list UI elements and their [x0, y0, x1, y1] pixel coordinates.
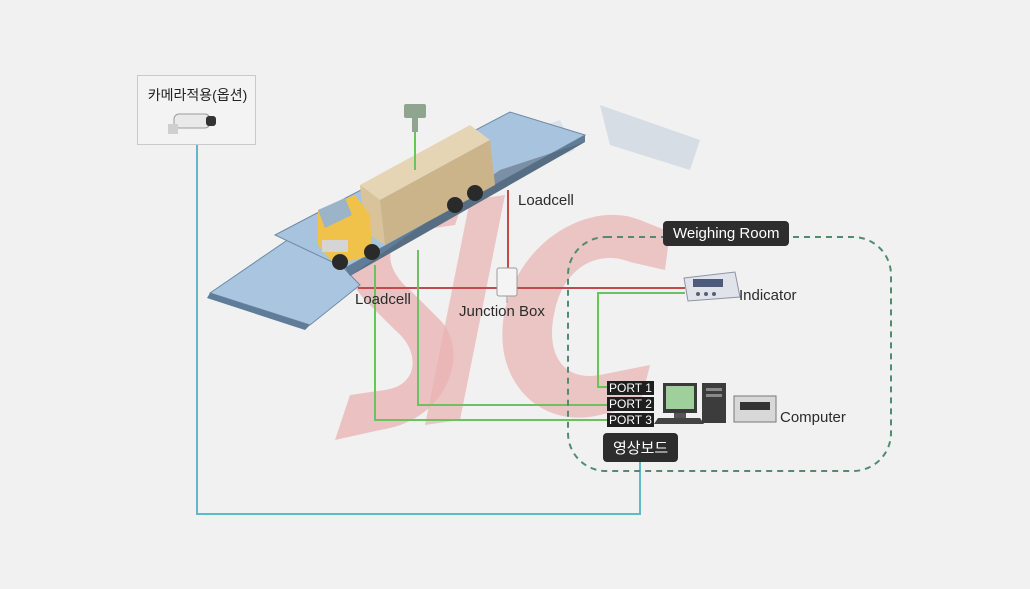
port-2-label: PORT 2: [607, 397, 654, 411]
loadcell-label-bottom: Loadcell: [355, 291, 411, 308]
junction-box-icon: [496, 267, 518, 303]
port3-cable: [374, 265, 607, 421]
computer-label: Computer: [780, 409, 846, 426]
junction-box-label: Junction Box: [459, 303, 545, 320]
camera-cable: [196, 145, 641, 515]
printer-icon: [733, 395, 777, 423]
computer-tower-icon: [702, 383, 726, 423]
port2-cable: [417, 250, 607, 406]
camera-option-panel: 카메라적용(옵션): [137, 75, 256, 145]
computer-monitor-icon: [654, 383, 704, 424]
truck: [318, 125, 495, 270]
port1-cable: [597, 292, 685, 388]
camera-option-label: 카메라적용(옵션): [147, 87, 248, 103]
pole-camera-icon: [404, 104, 426, 170]
port-3-label: PORT 3: [607, 413, 654, 427]
indicator-device-icon: [683, 271, 741, 302]
weighing-room-title: Weighing Room: [663, 221, 790, 246]
cctv-camera-icon: [168, 113, 216, 134]
port-1-label: PORT 1: [607, 381, 654, 395]
indicator-label: Indicator: [739, 287, 797, 304]
video-board-label: 영상보드: [603, 433, 679, 462]
loadcell-label-top: Loadcell: [518, 192, 574, 209]
